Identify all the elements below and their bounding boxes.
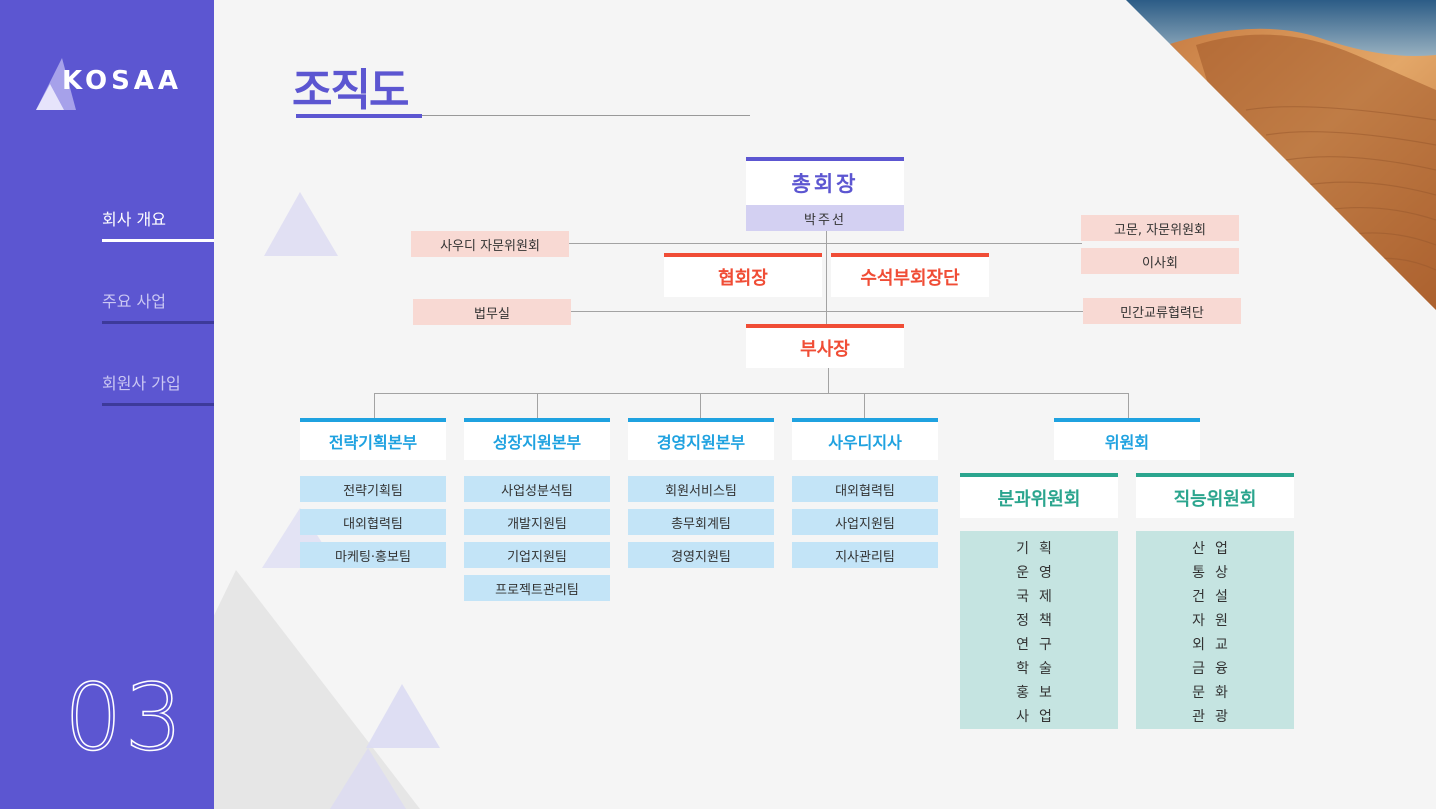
- connector-div3-drop: [700, 393, 701, 418]
- connector-committee-drop: [1128, 393, 1129, 418]
- team-item: 지사관리팀: [792, 542, 938, 568]
- division-title: 사우디지사: [828, 433, 902, 452]
- page-title: 조직도: [292, 65, 409, 116]
- list-item: 자원: [1192, 613, 1238, 629]
- logo-triangle-icon: [36, 58, 76, 110]
- list-item: 건설: [1192, 589, 1238, 605]
- nav-item-membership[interactable]: 회원사 가입: [102, 370, 214, 406]
- list-item: 통상: [1192, 565, 1238, 581]
- advisors-committee: 고문, 자문위원회: [1081, 215, 1239, 241]
- nav-label: 회원사 가입: [102, 374, 181, 393]
- team-item: 전략기획팀: [300, 476, 446, 502]
- list-item: 운영: [1016, 565, 1062, 581]
- team-item: 사업성분석팀: [464, 476, 610, 502]
- nav-label: 주요 사업: [102, 292, 166, 311]
- president-box: 총회장: [746, 157, 904, 205]
- team-item: 기업지원팀: [464, 542, 610, 568]
- division-saudi-branch: 사우디지사: [792, 418, 938, 460]
- list-item: 홍보: [1016, 685, 1062, 701]
- subcommittee-division-list: 기획 운영 국제 정책 연구 학술 홍보 사업: [960, 531, 1118, 729]
- connector-main-vertical: [826, 230, 827, 330]
- division-management: 경영지원본부: [628, 418, 774, 460]
- sidebar: KOSAA 회사 개요 주요 사업 회원사 가입 03: [0, 0, 214, 809]
- vp-label: 부사장: [800, 339, 850, 360]
- list-item: 기획: [1016, 541, 1062, 557]
- committee-title: 위원회: [1104, 433, 1150, 452]
- division-title: 성장지원본부: [492, 433, 582, 452]
- vp-box: 부사장: [746, 324, 904, 368]
- connector-advisory-horizontal: [568, 243, 1082, 244]
- logo-text: KOSAA: [62, 66, 183, 96]
- senior-vp-box: 수석부회장단: [831, 253, 989, 297]
- page-number: 03: [63, 663, 186, 772]
- list-item: 사업: [1016, 709, 1062, 725]
- division-title: 경영지원본부: [656, 433, 746, 452]
- team-item: 대외협력팀: [300, 509, 446, 535]
- nav-label: 회사 개요: [102, 210, 166, 229]
- team-item: 총무회계팀: [628, 509, 774, 535]
- team-item: 회원서비스팀: [628, 476, 774, 502]
- chairman-box: 협회장: [664, 253, 822, 297]
- team-item: 프로젝트관리팀: [464, 575, 610, 601]
- subcommittee-division: 분과위원회: [960, 473, 1118, 518]
- subcommittee-title: 직능위원회: [1173, 488, 1257, 510]
- list-item: 국제: [1016, 589, 1062, 605]
- team-item: 대외협력팀: [792, 476, 938, 502]
- logo: KOSAA: [36, 58, 206, 114]
- team-item: 개발지원팀: [464, 509, 610, 535]
- title-accent-bar: [296, 114, 422, 118]
- connector-divisions-horizontal: [374, 393, 1129, 394]
- subcommittee-professional: 직능위원회: [1136, 473, 1294, 518]
- list-item: 연구: [1016, 637, 1062, 653]
- connector-legal-horizontal: [570, 311, 1084, 312]
- saudi-advisory-committee: 사우디 자문위원회: [411, 231, 569, 257]
- civil-exchange-group: 민간교류협력단: [1083, 298, 1241, 324]
- list-item: 문화: [1192, 685, 1238, 701]
- committee-box: 위원회: [1054, 418, 1200, 460]
- nav-underline: [102, 239, 214, 242]
- president-title: 총회장: [791, 172, 859, 196]
- list-item: 금융: [1192, 661, 1238, 677]
- president-name: 박주선: [746, 205, 904, 231]
- connector-div4-drop: [864, 393, 865, 418]
- connector-div2-drop: [537, 393, 538, 418]
- team-item: 마케팅·홍보팀: [300, 542, 446, 568]
- team-item: 사업지원팀: [792, 509, 938, 535]
- division-growth: 성장지원본부: [464, 418, 610, 460]
- list-item: 산업: [1192, 541, 1238, 557]
- connector-div1-drop: [374, 393, 375, 418]
- senior-vp-label: 수석부회장단: [860, 268, 960, 289]
- legal-office: 법무실: [413, 299, 571, 325]
- connector-vp-down: [828, 368, 829, 394]
- title-rule: [296, 115, 750, 116]
- subcommittee-professional-list: 산업 통상 건설 자원 외교 금융 문화 관광: [1136, 531, 1294, 729]
- nav-item-main-business[interactable]: 주요 사업: [102, 288, 214, 324]
- list-item: 학술: [1016, 661, 1062, 677]
- division-title: 전략기획본부: [328, 433, 418, 452]
- chairman-label: 협회장: [718, 268, 768, 289]
- nav-underline: [102, 321, 214, 324]
- nav-underline: [102, 403, 214, 406]
- nav-item-company-overview[interactable]: 회사 개요: [102, 206, 214, 242]
- list-item: 관광: [1192, 709, 1238, 725]
- list-item: 정책: [1016, 613, 1062, 629]
- board-of-directors: 이사회: [1081, 248, 1239, 274]
- subcommittee-title: 분과위원회: [997, 488, 1081, 510]
- list-item: 외교: [1192, 637, 1238, 653]
- team-item: 경영지원팀: [628, 542, 774, 568]
- division-strategy: 전략기획본부: [300, 418, 446, 460]
